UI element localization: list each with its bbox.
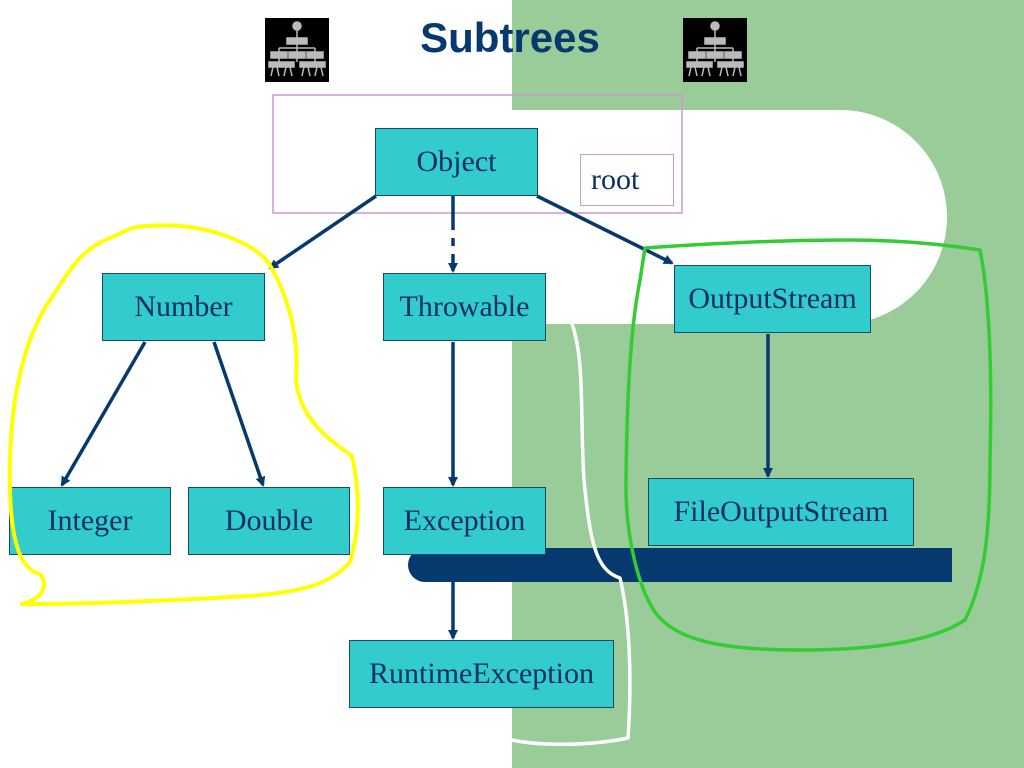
root-label: root	[580, 154, 674, 206]
node-runtimeexception: RuntimeException	[349, 640, 614, 708]
node-throwable: Throwable	[383, 273, 546, 341]
node-integer: Integer	[9, 487, 171, 555]
edge-object-outputstream	[536, 194, 674, 265]
tree-hierarchy-icon	[265, 18, 329, 82]
edge-object-number	[268, 194, 377, 270]
slide-title: Subtrees	[420, 14, 600, 61]
edge-number-integer	[60, 341, 147, 487]
edge-number-double	[212, 341, 266, 487]
node-outputstream: OutputStream	[674, 265, 871, 333]
node-object: Object	[375, 128, 538, 196]
node-double: Double	[188, 487, 350, 555]
node-exception: Exception	[383, 487, 546, 555]
node-number: Number	[102, 273, 265, 341]
node-fileoutputstream: FileOutputStream	[648, 478, 914, 546]
tree-hierarchy-icon	[683, 18, 747, 82]
